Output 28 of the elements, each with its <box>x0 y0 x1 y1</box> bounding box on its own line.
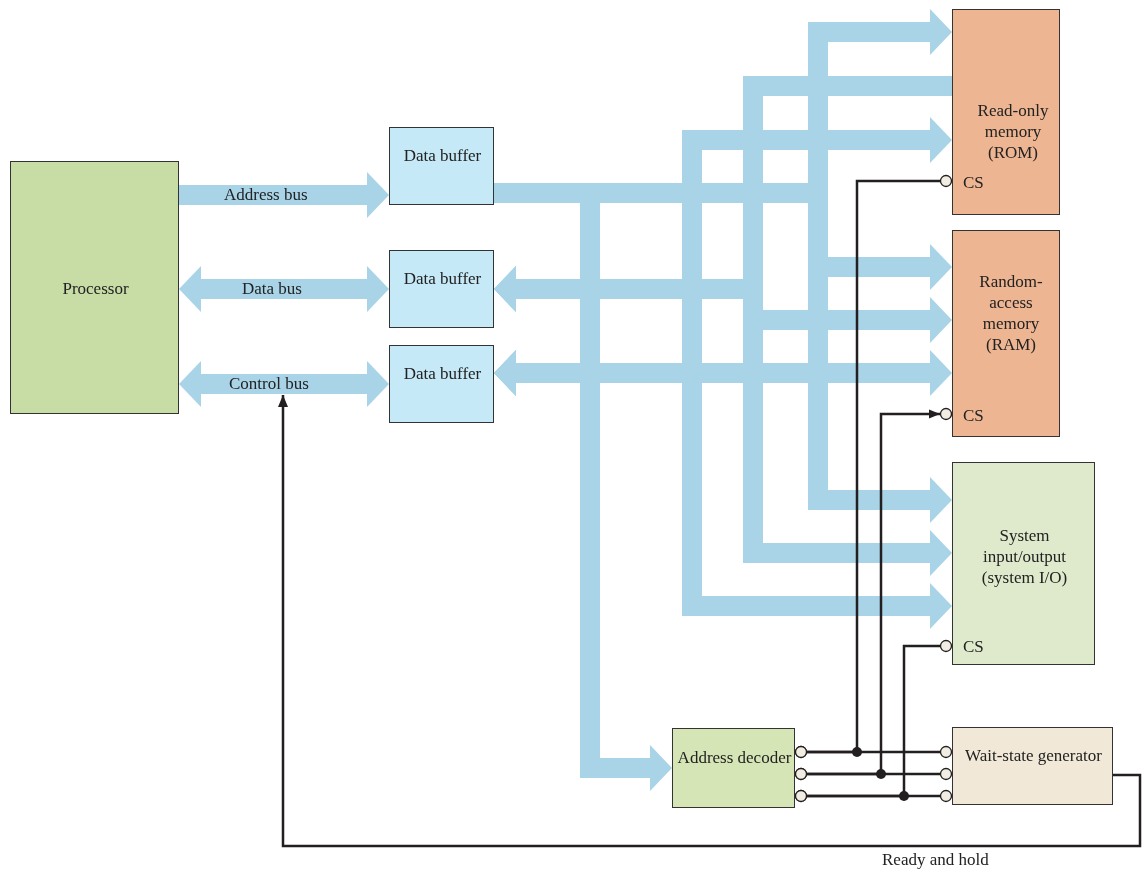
signal-line <box>794 639 953 803</box>
bus-arrow <box>494 266 952 576</box>
block-label: Address decoder <box>676 747 793 768</box>
signal-line <box>794 174 953 759</box>
io-block <box>952 462 1095 665</box>
wait-state-block <box>952 727 1113 805</box>
block-label: Data buffer <box>402 145 483 166</box>
block-label: Read-only memory (ROM) <box>976 100 1050 163</box>
signal-line <box>278 395 1142 848</box>
block-label: Data buffer <box>402 363 483 384</box>
chip-select-label: CS <box>963 405 985 426</box>
chip-select-label: CS <box>963 172 985 193</box>
buffer-block <box>389 250 494 328</box>
decoder-block <box>672 728 795 808</box>
block-label: System input/output (system I/O) <box>980 525 1069 588</box>
block-label: Data buffer <box>402 268 483 289</box>
buffer-block <box>389 127 494 205</box>
bus-arrow <box>494 350 952 629</box>
buffer-block <box>389 345 494 423</box>
memory-block <box>952 9 1060 215</box>
signal-line <box>794 407 953 781</box>
memory-block <box>952 230 1060 437</box>
block-label: Random-access memory (RAM) <box>978 271 1044 355</box>
block-label: Processor <box>61 278 130 299</box>
chip-select-label: CS <box>963 636 985 657</box>
edge-label: Ready and hold <box>880 850 991 870</box>
block-label: Wait-state generator <box>964 745 1103 766</box>
processor-block <box>10 161 179 414</box>
